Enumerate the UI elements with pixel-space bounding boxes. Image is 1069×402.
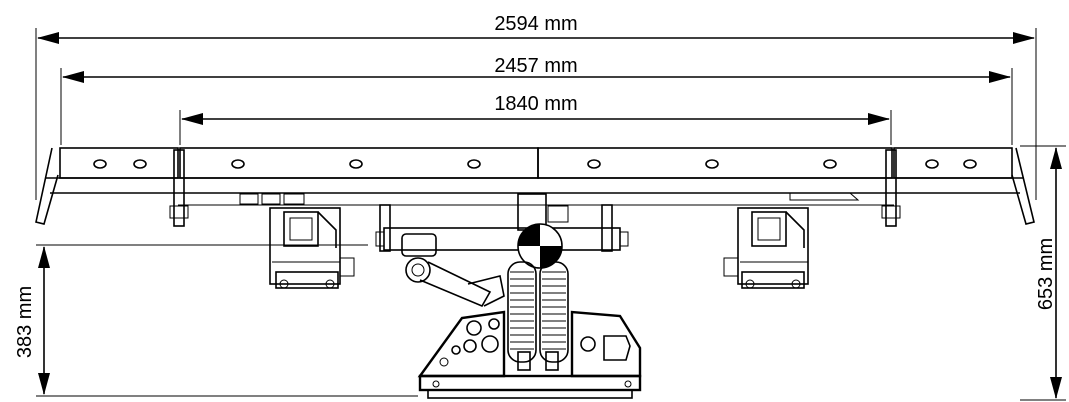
right-wheel-bracket bbox=[723, 207, 809, 289]
dimension-overall-width: 2594 mm bbox=[35, 13, 1037, 200]
boom-beam bbox=[35, 147, 1035, 227]
left-wheel-bracket bbox=[269, 207, 355, 289]
dimension-center-width: 1840 mm bbox=[179, 93, 892, 145]
center-crossbar bbox=[375, 193, 629, 252]
overall-height-label: 653 mm bbox=[1035, 238, 1057, 310]
spring-pair bbox=[507, 261, 569, 371]
overall-width-label: 2594 mm bbox=[494, 13, 577, 35]
dimension-lower-height: 383 mm bbox=[14, 244, 418, 397]
inner-width-label: 2457 mm bbox=[494, 55, 577, 77]
dimension-inner-width: 2457 mm bbox=[60, 55, 1013, 145]
hydraulic-cylinder bbox=[401, 233, 505, 308]
center-width-label: 1840 mm bbox=[494, 93, 577, 115]
dimension-overall-height: 653 mm bbox=[1020, 145, 1066, 401]
hitch-housing bbox=[417, 310, 642, 399]
center-of-gravity-symbol bbox=[517, 223, 563, 269]
lower-height-label: 383 mm bbox=[14, 286, 36, 358]
